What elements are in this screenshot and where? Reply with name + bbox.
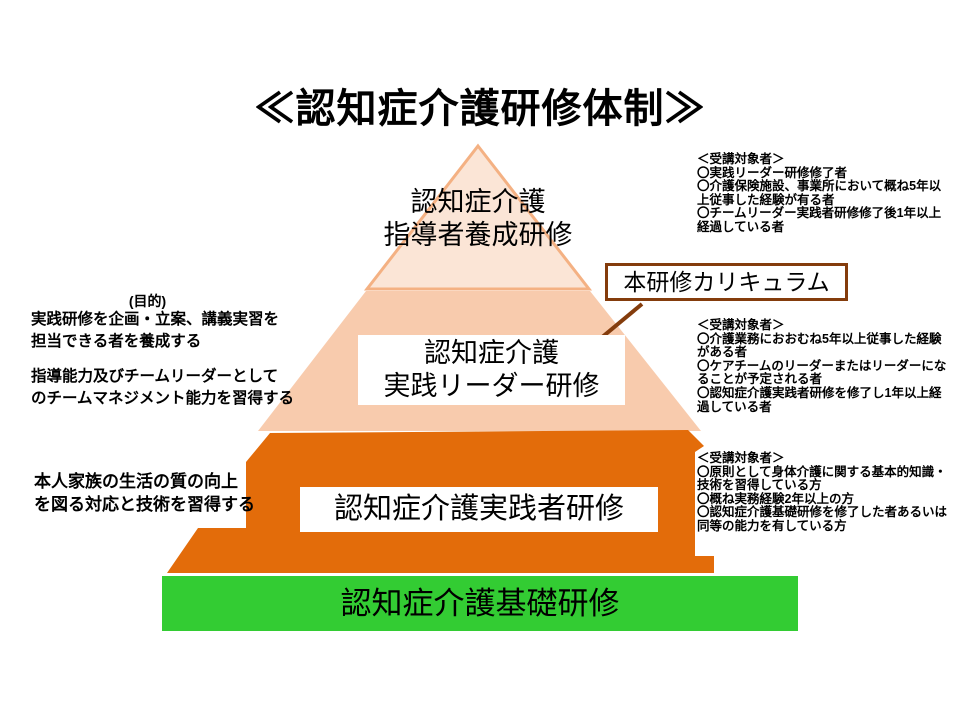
eligibility-lines-middle: 〇介護業務におおむね5年以上従事した経験がある者〇ケアチームのリーダーまたはリー… bbox=[697, 331, 947, 414]
tier2-label: 認知症介護実践リーダー研修 bbox=[383, 338, 600, 401]
eligibility-note-bottom: ＜受講対象者＞ 〇原則として身体介護に関する基本的知識・技術を習得している方〇概… bbox=[697, 451, 957, 534]
tier4-label: 認知症介護基礎研修 bbox=[340, 586, 620, 621]
tier1-label: 認知症介護指導者養成研修 bbox=[383, 187, 573, 250]
tier1-triangle bbox=[363, 143, 593, 291]
eligibility-note-top: ＜受講対象者＞ 〇実践リーダー研修修了者〇介護保険施設、事業所において概ね5年以… bbox=[697, 152, 957, 235]
tier3-label: 認知症介護実践者研修 bbox=[333, 493, 624, 525]
eligibility-heading-middle: ＜受講対象者＞ bbox=[697, 318, 785, 332]
tier2-label-box: 認知症介護実践リーダー研修 bbox=[358, 335, 625, 405]
purpose-note-quality-of-life: 本人家族の生活の質の向上を図る対応と技術を習得する bbox=[34, 472, 255, 514]
eligibility-heading-top: ＜受講対象者＞ bbox=[697, 152, 785, 166]
curriculum-callout-label: 本研修カリキュラム bbox=[623, 269, 830, 295]
purpose-note-team-management: 指導能力及びチームリーダーとしてのチームマネジメント能力を習得する bbox=[31, 368, 295, 407]
slide-title: ≪認知症介護研修体制≫ bbox=[254, 87, 706, 131]
eligibility-heading-bottom: ＜受講対象者＞ bbox=[697, 451, 785, 465]
eligibility-lines-bottom: 〇原則として身体介護に関する基本的知識・技術を習得している方〇概ね実務経験2年以… bbox=[697, 464, 948, 533]
eligibility-note-middle: ＜受講対象者＞ 〇介護業務におおむね5年以上従事した経験がある者〇ケアチームのリ… bbox=[697, 318, 957, 414]
eligibility-lines-top: 〇実践リーダー研修修了者〇介護保険施設、事業所において概ね5年以上従事した経験が… bbox=[697, 165, 942, 234]
tier4-green-bar bbox=[162, 576, 798, 631]
purpose-note-leader-training: 実践研修を企画・立案、講義実習を担当できる者を養成する bbox=[31, 311, 280, 350]
tier3-label-box: 認知症介護実践者研修 bbox=[300, 487, 658, 532]
purpose-heading: (目的) bbox=[128, 293, 167, 309]
curriculum-callout-box: 本研修カリキュラム bbox=[605, 263, 848, 301]
